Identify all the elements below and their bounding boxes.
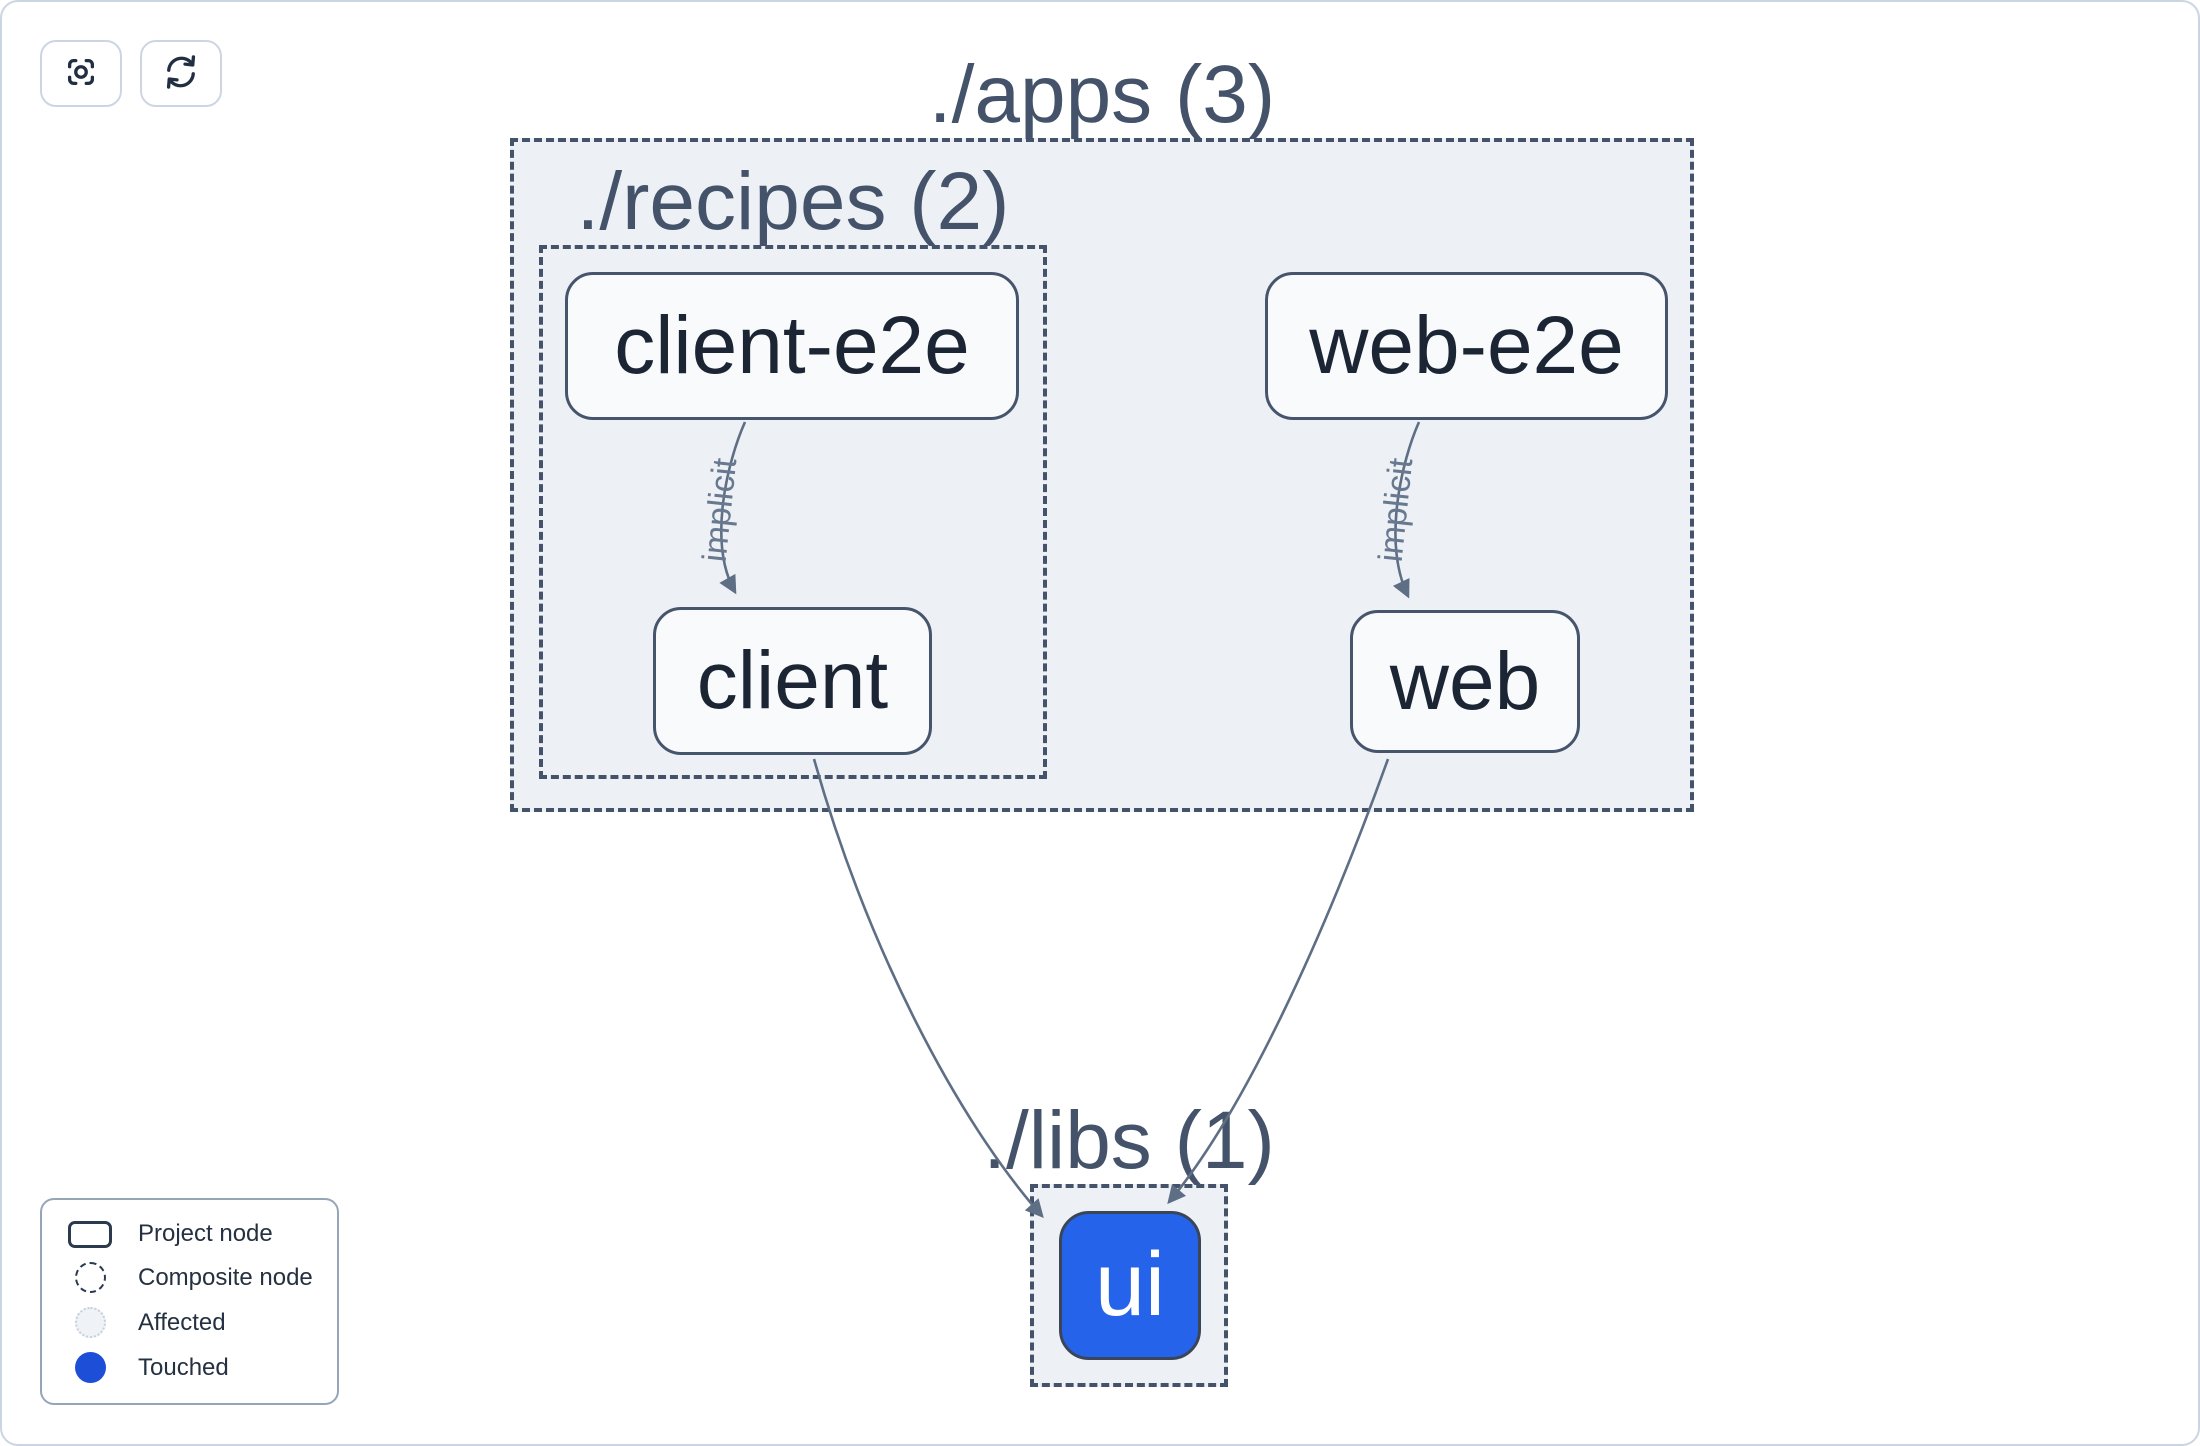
node-label: client-e2e: [614, 300, 970, 391]
project-node-client-e2e[interactable]: client-e2e: [565, 272, 1019, 420]
project-node-web-e2e[interactable]: web-e2e: [1265, 272, 1668, 420]
legend-row-composite-node: Composite node: [42, 1262, 337, 1293]
composite-title-libs: ./libs (1): [983, 1095, 1275, 1186]
focus-icon: [60, 51, 102, 96]
project-node-icon: [68, 1220, 112, 1248]
legend-row-affected: Affected: [42, 1307, 337, 1338]
legend: Project node Composite node Affected Tou…: [40, 1198, 339, 1405]
focus-button[interactable]: [40, 40, 122, 107]
node-label: ui: [1094, 1235, 1166, 1335]
legend-label: Composite node: [138, 1263, 313, 1291]
composite-node-icon: [74, 1262, 106, 1293]
legend-label: Project node: [138, 1220, 273, 1247]
node-label: web: [1389, 635, 1541, 727]
legend-row-project-node: Project node: [42, 1220, 337, 1248]
affected-icon: [74, 1307, 106, 1338]
node-label: web-e2e: [1309, 300, 1624, 391]
composite-title-recipes: ./recipes (2): [576, 156, 1010, 247]
project-node-client[interactable]: client: [653, 607, 932, 755]
legend-label: Affected: [138, 1308, 226, 1336]
legend-label: Touched: [138, 1353, 229, 1381]
refresh-icon: [160, 51, 202, 96]
refresh-button[interactable]: [140, 40, 222, 107]
project-node-ui-touched[interactable]: ui: [1059, 1211, 1201, 1360]
node-label: client: [696, 635, 889, 726]
project-node-web[interactable]: web: [1350, 610, 1580, 753]
composite-title-apps: ./apps (3): [928, 49, 1276, 140]
touched-icon: [74, 1352, 106, 1383]
legend-row-touched: Touched: [42, 1352, 337, 1383]
